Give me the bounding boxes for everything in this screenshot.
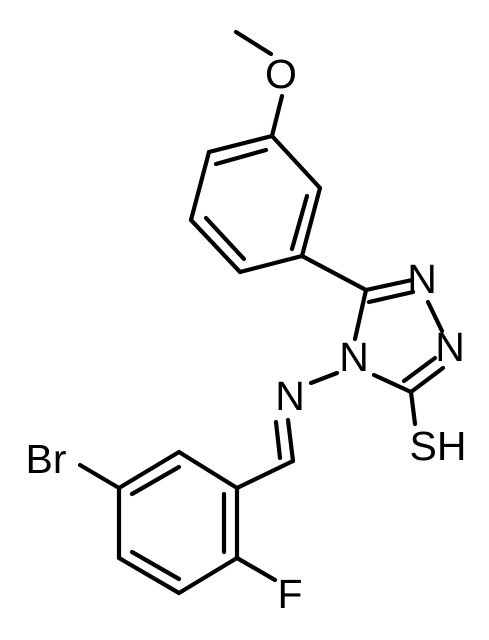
bond-c5-n1-double <box>366 289 416 305</box>
atom-label-n1: N <box>407 256 437 302</box>
atom-label-imine-nitrogen: N <box>275 373 305 419</box>
bond-n4-nimine <box>308 370 340 386</box>
bond-n1-n2 <box>425 299 445 334</box>
bond-aryl-triazole <box>299 253 369 293</box>
atom-label-fluorine: F <box>277 571 302 617</box>
bond-ring2-d <box>116 555 182 596</box>
bond-ring1-b <box>299 185 323 259</box>
atom-label-n2: N <box>435 324 465 370</box>
bond-ring2-a <box>176 449 240 491</box>
bond-c5-n1 <box>363 277 415 293</box>
atom-label-n4: N <box>339 334 369 380</box>
bond-ring1-e <box>188 149 212 223</box>
bond-ring2-b <box>116 449 182 491</box>
bond-n2-c3 <box>408 365 446 395</box>
atom-label-oxygen: O <box>265 51 297 97</box>
atom-label-bromine: Br <box>26 436 67 482</box>
bond-aryl-f <box>234 555 278 583</box>
bond-ch-aryl <box>234 458 296 491</box>
bond-oxygen-aryl <box>269 93 285 139</box>
bond-nimine-ch-double <box>273 419 283 461</box>
bond-ring1-c <box>237 253 305 275</box>
bond-ring1-a <box>269 133 323 191</box>
bond-ring2-d-inner <box>129 549 182 582</box>
bond-ring1-d-inner <box>203 215 247 262</box>
atom-labels: O N N N N SH Br F <box>26 51 467 617</box>
bond-c3-sh <box>408 389 418 427</box>
bond-c3-n4 <box>371 372 414 395</box>
bond-ring1-f-inner <box>213 147 269 167</box>
bond-ring1-b-inner <box>289 193 310 252</box>
bond-nimine-ch <box>285 417 296 464</box>
bond-ring2-e <box>176 555 240 596</box>
bond-methyl-oxygen <box>233 29 274 57</box>
bond-aryl-br <box>77 462 122 491</box>
bonds <box>77 29 446 596</box>
bond-n4-c5 <box>352 287 369 342</box>
bond-ring1-d <box>188 217 243 275</box>
bond-n2-c3-double <box>401 355 438 384</box>
bond-ring2-b-inner <box>129 464 182 497</box>
bond-ring1-f <box>206 133 275 155</box>
atom-label-thiol: SH <box>410 423 467 469</box>
